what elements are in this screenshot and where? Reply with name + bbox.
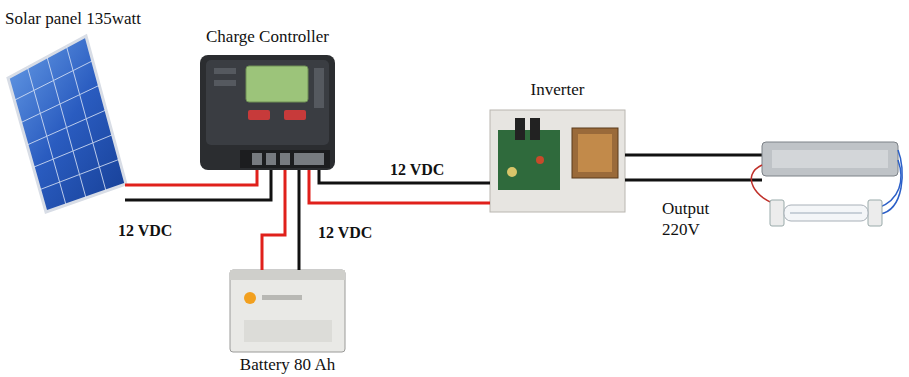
charge-controller-picture: [200, 55, 335, 170]
output-wire: [625, 179, 762, 182]
battery-logo: [244, 292, 256, 304]
terminal: [304, 153, 314, 165]
component-label: Charge Controller: [206, 27, 329, 47]
controller-button: [284, 110, 306, 120]
output-label: Output 220V: [662, 198, 740, 240]
heatsink: [515, 118, 525, 140]
voltage-label-holder: 12 VDC: [388, 160, 446, 179]
battery-case: [230, 270, 345, 352]
terminal: [314, 153, 324, 165]
controller-vent: [314, 68, 324, 108]
battery-plate: [244, 320, 332, 342]
transformer: [572, 128, 618, 178]
power-cable: [262, 170, 299, 270]
wire: [262, 170, 285, 270]
circuit-board: [498, 130, 560, 190]
wire: [125, 170, 271, 200]
controller-body: [200, 55, 335, 170]
grid-line: [21, 85, 100, 122]
ballast-face: [772, 150, 888, 168]
grid-line: [33, 135, 112, 168]
output-wire: [625, 154, 762, 157]
battery-mark: [262, 295, 302, 300]
solar-panel-picture: [8, 36, 126, 212]
lamp-tube: [784, 205, 868, 221]
component-box: Charge Controller: [200, 55, 335, 170]
component-label: Inverter: [531, 80, 585, 100]
ballast: [762, 142, 898, 176]
battery-lid: [230, 270, 345, 280]
controller-button: [248, 110, 270, 120]
battery-picture: [230, 270, 345, 352]
grid-line: [27, 110, 106, 145]
component-label: Solar panel 135watt: [5, 9, 141, 29]
controller-display: [246, 66, 308, 102]
component-label: Battery 80 Ah: [240, 355, 335, 375]
heatsink: [530, 118, 540, 140]
voltage-label: 12 VDC: [388, 160, 446, 179]
voltage-label-holder: 12 VDC: [316, 223, 374, 242]
lamp-holder: [868, 200, 882, 226]
capacitor: [507, 167, 517, 177]
controller-vent: [214, 80, 236, 86]
component-box: Solar panel 135watt: [8, 35, 128, 213]
output-label-holder: Output 220V: [662, 198, 740, 240]
output-wiring: [625, 155, 762, 180]
inverter-base: [490, 110, 625, 212]
lamp-holder: [770, 200, 784, 226]
panel-grid: [14, 47, 119, 206]
lamp-filament: [790, 212, 862, 214]
transformer-core: [578, 134, 612, 172]
terminal-block: [240, 150, 330, 168]
lamp-wire: [751, 165, 780, 205]
voltage-label: 12 VDC: [316, 223, 374, 242]
inverter-picture: [490, 110, 625, 212]
uv-lamp-picture: [751, 142, 902, 226]
terminal: [266, 153, 276, 165]
component-box: Battery 80 Ah: [230, 270, 345, 352]
terminal: [280, 153, 290, 165]
grid-line: [40, 159, 120, 189]
wire: [125, 170, 257, 185]
terminal: [252, 153, 262, 165]
lamp-wire: [880, 150, 902, 214]
voltage-label-holder: 12 VDC: [116, 221, 174, 240]
panel-body: [8, 36, 126, 212]
voltage-label: 12 VDC: [116, 221, 174, 240]
component-box: Inverter: [490, 110, 625, 212]
power-cable: [125, 170, 271, 200]
controller-vent: [214, 68, 236, 74]
capacitor: [536, 156, 544, 164]
controller-face: [206, 60, 329, 145]
wire: [298, 170, 301, 270]
terminal: [294, 153, 304, 165]
